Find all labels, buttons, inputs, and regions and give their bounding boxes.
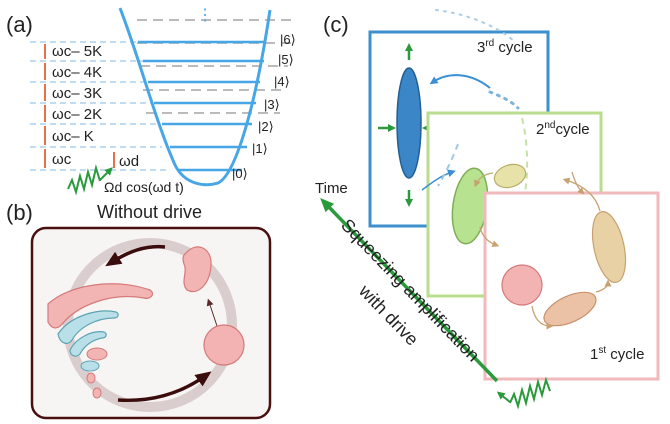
energy-levels — [138, 40, 266, 172]
blob-state — [86, 347, 108, 361]
blob-state — [86, 372, 96, 384]
small-arrow — [206, 298, 218, 327]
level-label-0: |0⟩ — [232, 166, 248, 181]
spacing-label-3K: ωc– 3K — [52, 85, 102, 102]
drive-arrow-a — [99, 167, 113, 181]
rotation-arrow-1c — [562, 177, 601, 212]
level-label-1: |1⟩ — [252, 141, 268, 156]
level-label-2: |2⟩ — [258, 119, 274, 134]
guide-lines — [30, 41, 170, 171]
level-label-4: |4⟩ — [274, 74, 290, 89]
squeezed-state-2b — [493, 163, 527, 189]
level-label-3: |3⟩ — [264, 97, 280, 112]
rotation-arrow-2b — [421, 169, 456, 191]
panel-b: (b) Without drive — [6, 200, 272, 420]
crescent-state-mid — [57, 310, 119, 344]
level-dots: ⋮ — [197, 7, 213, 24]
level-label-6: |6⟩ — [280, 32, 296, 47]
squeezed-state-3 — [396, 67, 422, 179]
drive-spring-c — [509, 376, 551, 410]
rotation-arrow-1d — [479, 226, 500, 248]
squeezed-state-1b — [591, 211, 627, 283]
drive-arrow-c — [496, 391, 511, 403]
spacing-label-4K: ωc– 4K — [52, 64, 102, 81]
panel-c-label: (c) — [323, 12, 349, 37]
panel-a-label: (a) — [6, 12, 33, 37]
cycle-label-2: 2ndcycle — [536, 120, 590, 138]
rotation-arrow-1e — [571, 171, 585, 195]
dotted-trace-3 — [488, 90, 520, 110]
rotation-arrow-2a — [474, 172, 494, 188]
dotted-trace-top — [435, 9, 516, 43]
spacing-label-K: ωc– K — [52, 128, 94, 145]
drive-spring-a — [67, 164, 101, 196]
potential-well — [118, 7, 272, 187]
spacing-label-5K: ωc– 5K — [52, 43, 102, 60]
dashed-arc-2 — [511, 117, 529, 239]
rotation-arrow-1a — [531, 305, 554, 330]
squeezed-state-1a — [543, 291, 597, 327]
drive-freq-label: ωd — [119, 153, 139, 170]
crescent-state-large — [47, 283, 154, 329]
panel-b-label: (b) — [6, 200, 33, 225]
spacing-label-wc: ωc — [52, 151, 72, 168]
crescent-state-small — [69, 331, 107, 357]
panel-a: (a) ⋮ — [6, 7, 296, 196]
dashed-arc-blue — [437, 143, 459, 187]
drive-term-label: Ωd cos(ωd t) — [104, 179, 184, 195]
time-arrow — [320, 197, 499, 383]
panel-b-title: Without drive — [97, 202, 202, 222]
level-label-5: |5⟩ — [278, 52, 294, 67]
squeezed-state-top — [182, 246, 212, 293]
coherent-state-c — [501, 264, 543, 306]
blob-state — [92, 387, 102, 399]
time-label: Time — [315, 180, 348, 197]
rotation-arrow-top — [105, 244, 166, 267]
cycle-label-1: 1st cycle — [590, 345, 644, 363]
panel-c: (c) 3rd cycle 2ndcycle 1st cycle — [315, 9, 660, 410]
rotation-arrow-1b — [595, 279, 612, 293]
spacing-bars — [44, 44, 115, 168]
coherent-state-b — [203, 324, 245, 366]
spacing-label-2K: ωc– 2K — [52, 106, 102, 123]
cycle-label-3: 3rd cycle — [477, 38, 533, 56]
rotation-arrow-3 — [429, 74, 491, 89]
rotation-arrow-bottom — [117, 371, 212, 403]
blob-state — [80, 360, 100, 372]
